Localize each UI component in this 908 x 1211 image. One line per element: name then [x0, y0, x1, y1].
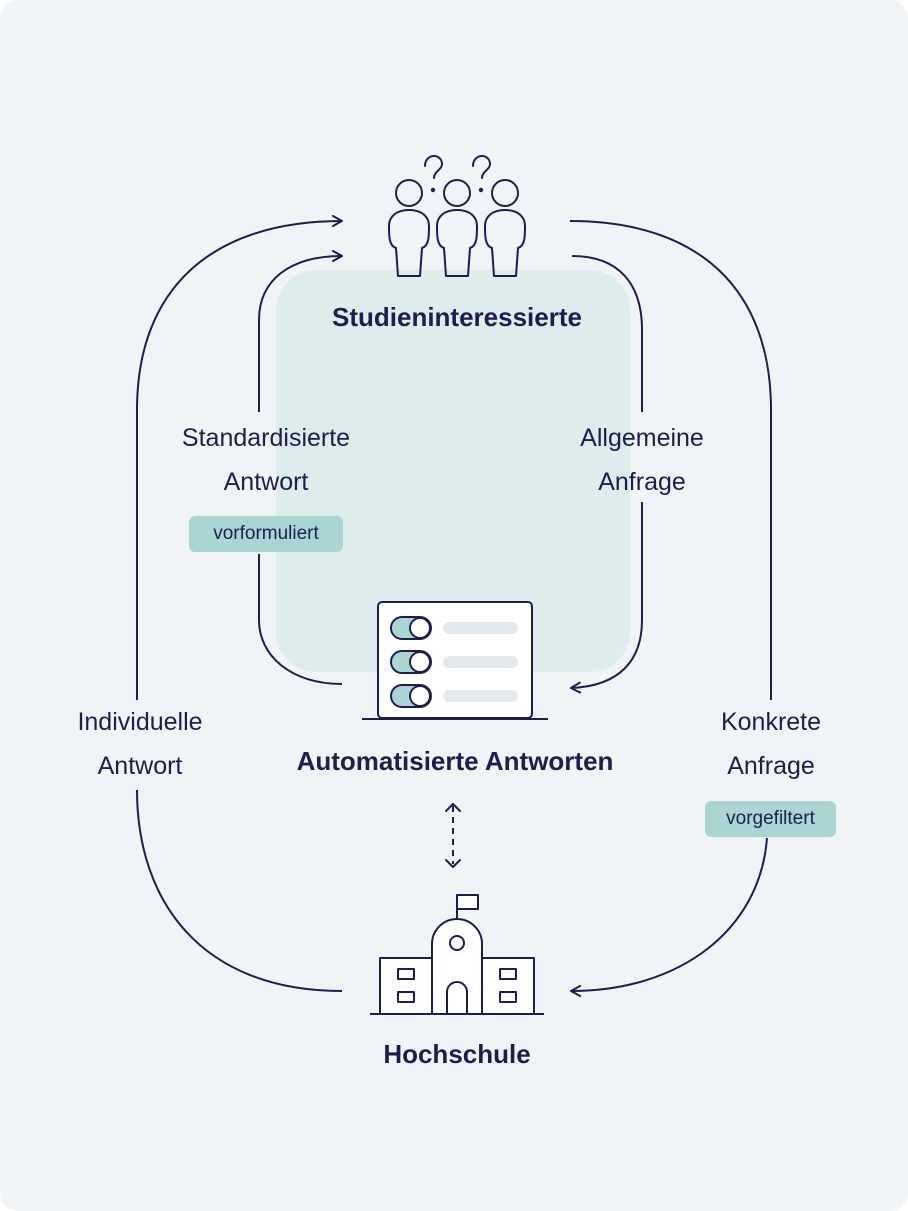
- edge-label-line: Konkrete: [720, 708, 822, 736]
- toggle-icon: [390, 650, 432, 674]
- badge-vorgefiltert: vorgefiltert: [705, 801, 836, 837]
- people-icon: [388, 155, 526, 277]
- node-title-studieninteressierte: Studieninteressierte: [332, 302, 582, 332]
- individuelle-arrow-upper: [136, 215, 343, 700]
- edge-label-line: Anfrage: [598, 468, 686, 496]
- badge-vorformuliert: vorformuliert: [189, 516, 343, 552]
- konkrete-arrow-lower: [570, 837, 768, 997]
- edge-label-konkrete: Konkrete Anfrage: [671, 700, 871, 788]
- edge-label-line: Individuelle: [77, 708, 203, 736]
- edge-label-line: Standardisierte: [181, 424, 351, 452]
- edge-label-line: Antwort: [97, 752, 183, 780]
- automation-list-icon: [362, 601, 548, 720]
- node-title-hochschule: Hochschule: [383, 1039, 531, 1069]
- node-title-automatisierte-antworten: Automatisierte Antworten: [296, 746, 614, 776]
- list-bar: [443, 690, 518, 702]
- allgemeine-arrow-lower: [570, 502, 643, 694]
- edge-label-line: Anfrage: [727, 752, 815, 780]
- list-bar: [443, 622, 518, 634]
- university-building-icon: [370, 894, 544, 1015]
- list-bar: [443, 656, 518, 668]
- dashed-double-arrow: [445, 803, 461, 868]
- edge-label-individuelle: Individuelle Antwort: [40, 700, 240, 788]
- highlight-area: [276, 270, 630, 672]
- edge-label-allgemeine: Allgemeine Anfrage: [542, 416, 742, 504]
- edge-label-line: Allgemeine: [580, 424, 704, 452]
- allgemeine-arrow-upper: [571, 255, 643, 412]
- edge-label-standardisierte: Standardisierte Antwort: [146, 416, 386, 504]
- standardisierte-arrow-lower: [258, 554, 343, 685]
- toggle-icon: [390, 684, 432, 708]
- edge-label-line: Antwort: [223, 468, 309, 496]
- konkrete-arrow-upper: [569, 220, 772, 700]
- toggle-icon: [390, 616, 432, 640]
- standardisierte-arrow-upper: [258, 250, 343, 412]
- individuelle-arrow-lower: [136, 789, 343, 992]
